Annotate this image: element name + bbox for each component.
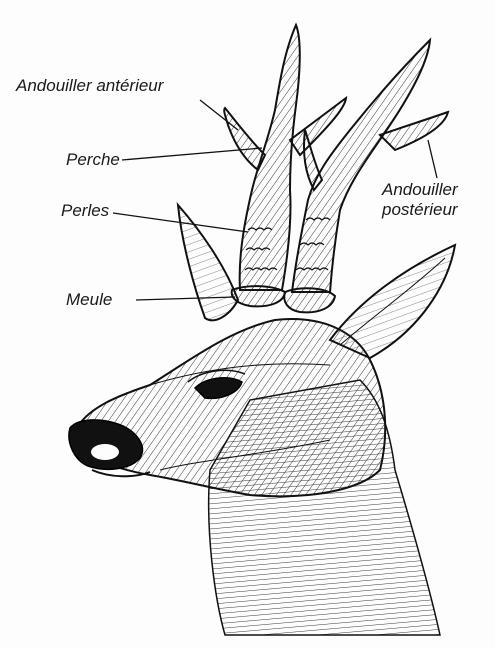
label-andouiller-anterieur: Andouiller antérieur [16, 76, 163, 96]
label-meule: Meule [66, 290, 112, 310]
label-andouiller-posterieur-line1: Andouiller [382, 180, 458, 200]
left-ear [178, 205, 238, 320]
head [75, 319, 385, 496]
leader-andouiller-posterieur [428, 140, 437, 178]
label-andouiller-posterieur-line2: postérieur [382, 200, 458, 220]
label-perche: Perche [66, 150, 120, 170]
label-andouiller-posterieur: Andouiller postérieur [382, 180, 458, 220]
right-ear [330, 245, 455, 358]
leader-perche [122, 148, 262, 160]
left-front-tine [224, 108, 265, 170]
label-perles: Perles [61, 201, 109, 221]
leader-andouiller-anterieur [200, 100, 238, 130]
